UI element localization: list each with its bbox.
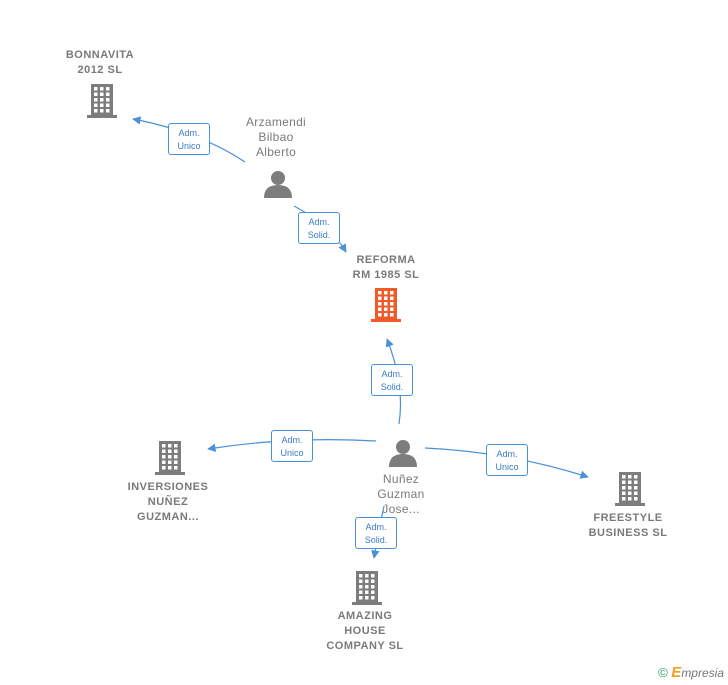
building-icon-bonnavita[interactable]: [87, 84, 117, 118]
inversiones-label-line: INVERSIONES: [127, 481, 209, 493]
bonnavita-label-line: 2012 SL: [77, 64, 123, 76]
relation-box-nunez-reforma[interactable]: Adm. Solid.: [371, 364, 413, 396]
nunez-label-line: Guzman: [377, 487, 425, 501]
relation-label-line: Adm.: [308, 217, 330, 227]
relation-label-line: Adm.: [178, 128, 200, 138]
amazing-label-line: COMPANY SL: [326, 640, 404, 652]
relation-box-arzamendi-bonnavita[interactable]: Adm. Unico: [168, 123, 210, 155]
relation-label-line: Solid.: [307, 230, 331, 240]
person-icon-nunez[interactable]: [389, 440, 417, 467]
building-icon-freestyle[interactable]: [615, 472, 645, 506]
icons-layer: [87, 84, 645, 605]
building-icon-inversiones[interactable]: [155, 441, 185, 475]
relation-box-nunez-inversiones[interactable]: Adm. Unico: [271, 430, 313, 462]
company-label-reforma[interactable]: REFORMA RM 1985 SL: [336, 253, 436, 283]
company-label-inversiones[interactable]: INVERSIONES NUÑEZ GUZMAN...: [118, 480, 218, 525]
company-label-freestyle[interactable]: FREESTYLE BUSINESS SL: [578, 511, 678, 541]
empresia-logo: Empresia: [671, 664, 724, 681]
company-label-bonnavita[interactable]: BONNAVITA 2012 SL: [50, 48, 150, 78]
inversiones-label-line: NUÑEZ: [147, 496, 189, 508]
relation-label-line: Solid.: [364, 535, 388, 545]
relation-label-line: Adm.: [381, 369, 403, 379]
arzamendi-label-line: Alberto: [255, 145, 297, 159]
relation-box-nunez-amazing[interactable]: Adm. Solid.: [355, 517, 397, 549]
inversiones-label-line: GUZMAN...: [137, 511, 199, 523]
freestyle-label-line: BUSINESS SL: [588, 527, 668, 539]
reforma-label-line: RM 1985 SL: [352, 269, 420, 281]
nunez-label-line: Jose...: [382, 502, 420, 516]
reforma-label-line: REFORMA: [356, 254, 416, 266]
relation-box-arzamendi-reforma[interactable]: Adm. Solid.: [298, 212, 340, 244]
relation-box-nunez-freestyle[interactable]: Adm. Unico: [486, 444, 528, 476]
arzamendi-label-line: Arzamendi: [245, 115, 307, 129]
arzamendi-label-line: Bilbao: [258, 130, 294, 144]
amazing-label-line: AMAZING: [337, 610, 393, 622]
relation-label-line: Unico: [495, 462, 519, 472]
relation-label-line: Unico: [177, 141, 201, 151]
copyright-icon: ©: [658, 665, 668, 680]
building-icon-amazing[interactable]: [352, 571, 382, 605]
building-icon-reforma[interactable]: [371, 288, 401, 322]
relation-label-line: Adm.: [365, 522, 387, 532]
footer-brand: © Empresia: [658, 664, 724, 681]
freestyle-label-line: FREESTYLE: [593, 512, 663, 524]
person-icon-arzamendi[interactable]: [264, 171, 292, 198]
relation-label-line: Solid.: [380, 382, 404, 392]
bonnavita-label-line: BONNAVITA: [65, 49, 135, 61]
relation-label-line: Unico: [280, 448, 304, 458]
company-label-amazing[interactable]: AMAZING HOUSE COMPANY SL: [315, 609, 415, 654]
relation-label-line: Adm.: [281, 435, 303, 445]
amazing-label-line: HOUSE: [344, 625, 386, 637]
relation-label-line: Adm.: [496, 449, 518, 459]
nunez-label-line: Nuñez: [382, 472, 420, 486]
